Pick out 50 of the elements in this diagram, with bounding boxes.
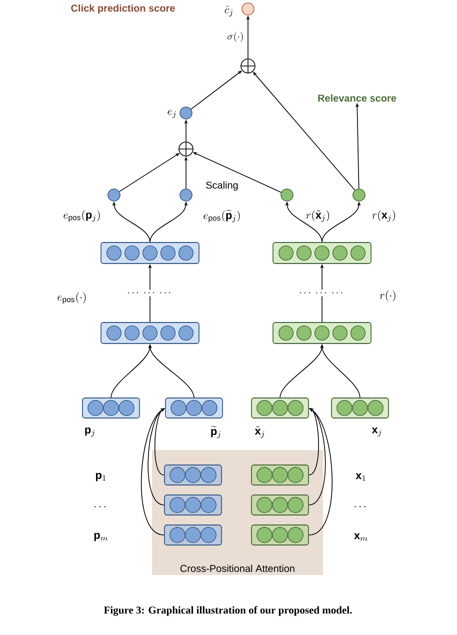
vector-dot: [180, 106, 192, 120]
math-label: $\mathbf{x}_m$: [354, 533, 368, 541]
edge-label: $\cdots\;\cdots\;\cdots$: [126, 290, 174, 296]
figure-caption: Figure 3: Graphical illustration of our proposed model.: [104, 606, 352, 616]
vector-dot: [108, 188, 120, 202]
math-label: $e_{\mathrm{pos}}(\mathbf{p}_j)$: [64, 210, 100, 222]
vector-box: [164, 494, 222, 516]
math-label: $\mathbf{x}_j$: [372, 428, 382, 437]
vector-dot: [180, 188, 192, 202]
vector-box: [82, 398, 140, 418]
vector-box: [331, 398, 389, 418]
math-label: $\mathbf{x}_1$: [356, 473, 366, 481]
math-label: $r(\mathbf{x}_j)$: [372, 210, 396, 222]
math-label: $\widetilde{\mathbf{p}}_j$: [210, 426, 220, 438]
math-label: $e_j$: [168, 110, 176, 118]
vector-box: [251, 398, 309, 418]
math-label: $\mathbf{p}_1$: [96, 472, 106, 482]
vector-box: [164, 464, 222, 486]
edge-label: $\sigma(\cdot)$: [228, 32, 243, 42]
math-label: $e_{\mathrm{pos}}(\cdot)$: [58, 292, 86, 304]
annotation-text: Scaling: [206, 181, 238, 191]
vector-box: [164, 524, 222, 546]
vector-box: [251, 524, 309, 546]
vector-box: [165, 398, 223, 418]
vector-box: [251, 494, 309, 516]
math-label: $e_{\mathrm{pos}}(\widetilde{\mathbf{p}}_j)$: [204, 210, 240, 222]
heading-text: Relevance score: [318, 94, 396, 102]
math-label: $\mathbf{p}_m$: [94, 532, 108, 542]
edge-label: $\cdots\;\cdots\;\cdots$: [298, 290, 346, 296]
vector-dot: [352, 188, 366, 202]
arrow: [308, 408, 326, 506]
math-label: $\mathbf{p}_j$: [85, 427, 94, 437]
heading-text: Click prediction score: [71, 4, 175, 14]
arrow: [308, 408, 332, 536]
sum-symbol: [240, 58, 256, 74]
math-label: $\cdots$: [354, 506, 366, 508]
vector-dot: [280, 188, 294, 202]
math-label: $\cdots$: [94, 506, 106, 508]
vector-box: [272, 322, 372, 344]
sum-symbol: [178, 141, 194, 157]
math-label: $r(\tilde{\mathbf{x}}_j)$: [306, 210, 330, 222]
vector-box: [100, 322, 200, 344]
vector-box: [272, 242, 372, 264]
math-label: $\tilde{\mathbf{x}}_j$: [254, 426, 264, 438]
vector-box: [251, 464, 309, 486]
math-label: $\hat{c}_j$: [224, 6, 232, 16]
math-label: $r(\cdot)$: [380, 290, 396, 302]
arrow: [308, 408, 319, 476]
output-circle: [242, 2, 254, 16]
vector-box: [100, 242, 200, 264]
